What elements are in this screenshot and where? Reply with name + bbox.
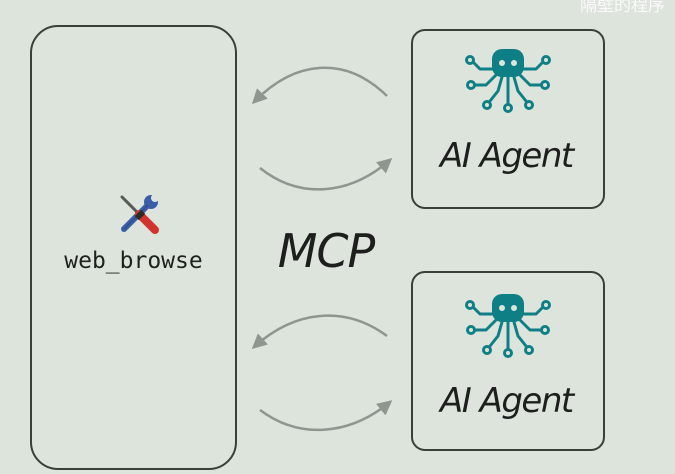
- octopus-robot-icon: [465, 294, 551, 358]
- arrow-tool-to-agent1: [259, 158, 393, 191]
- agent-box-1: [411, 29, 605, 209]
- tool-container: [30, 25, 237, 470]
- arrow-tool-to-agent2: [259, 400, 393, 432]
- agent-label-2: AI Agent: [440, 381, 574, 421]
- arrow-agent2-to-tool: [251, 314, 388, 350]
- tools-icon: [120, 194, 159, 234]
- watermark-text: 隔壁的程序: [580, 0, 665, 16]
- octopus-robot-icon: [465, 49, 551, 113]
- agent-label-1: AI Agent: [440, 136, 574, 176]
- arrow-agent1-to-tool: [251, 66, 388, 105]
- tool-label: web_browse: [64, 248, 203, 274]
- agent-box-2: [411, 271, 605, 451]
- protocol-label: MCP: [277, 224, 376, 278]
